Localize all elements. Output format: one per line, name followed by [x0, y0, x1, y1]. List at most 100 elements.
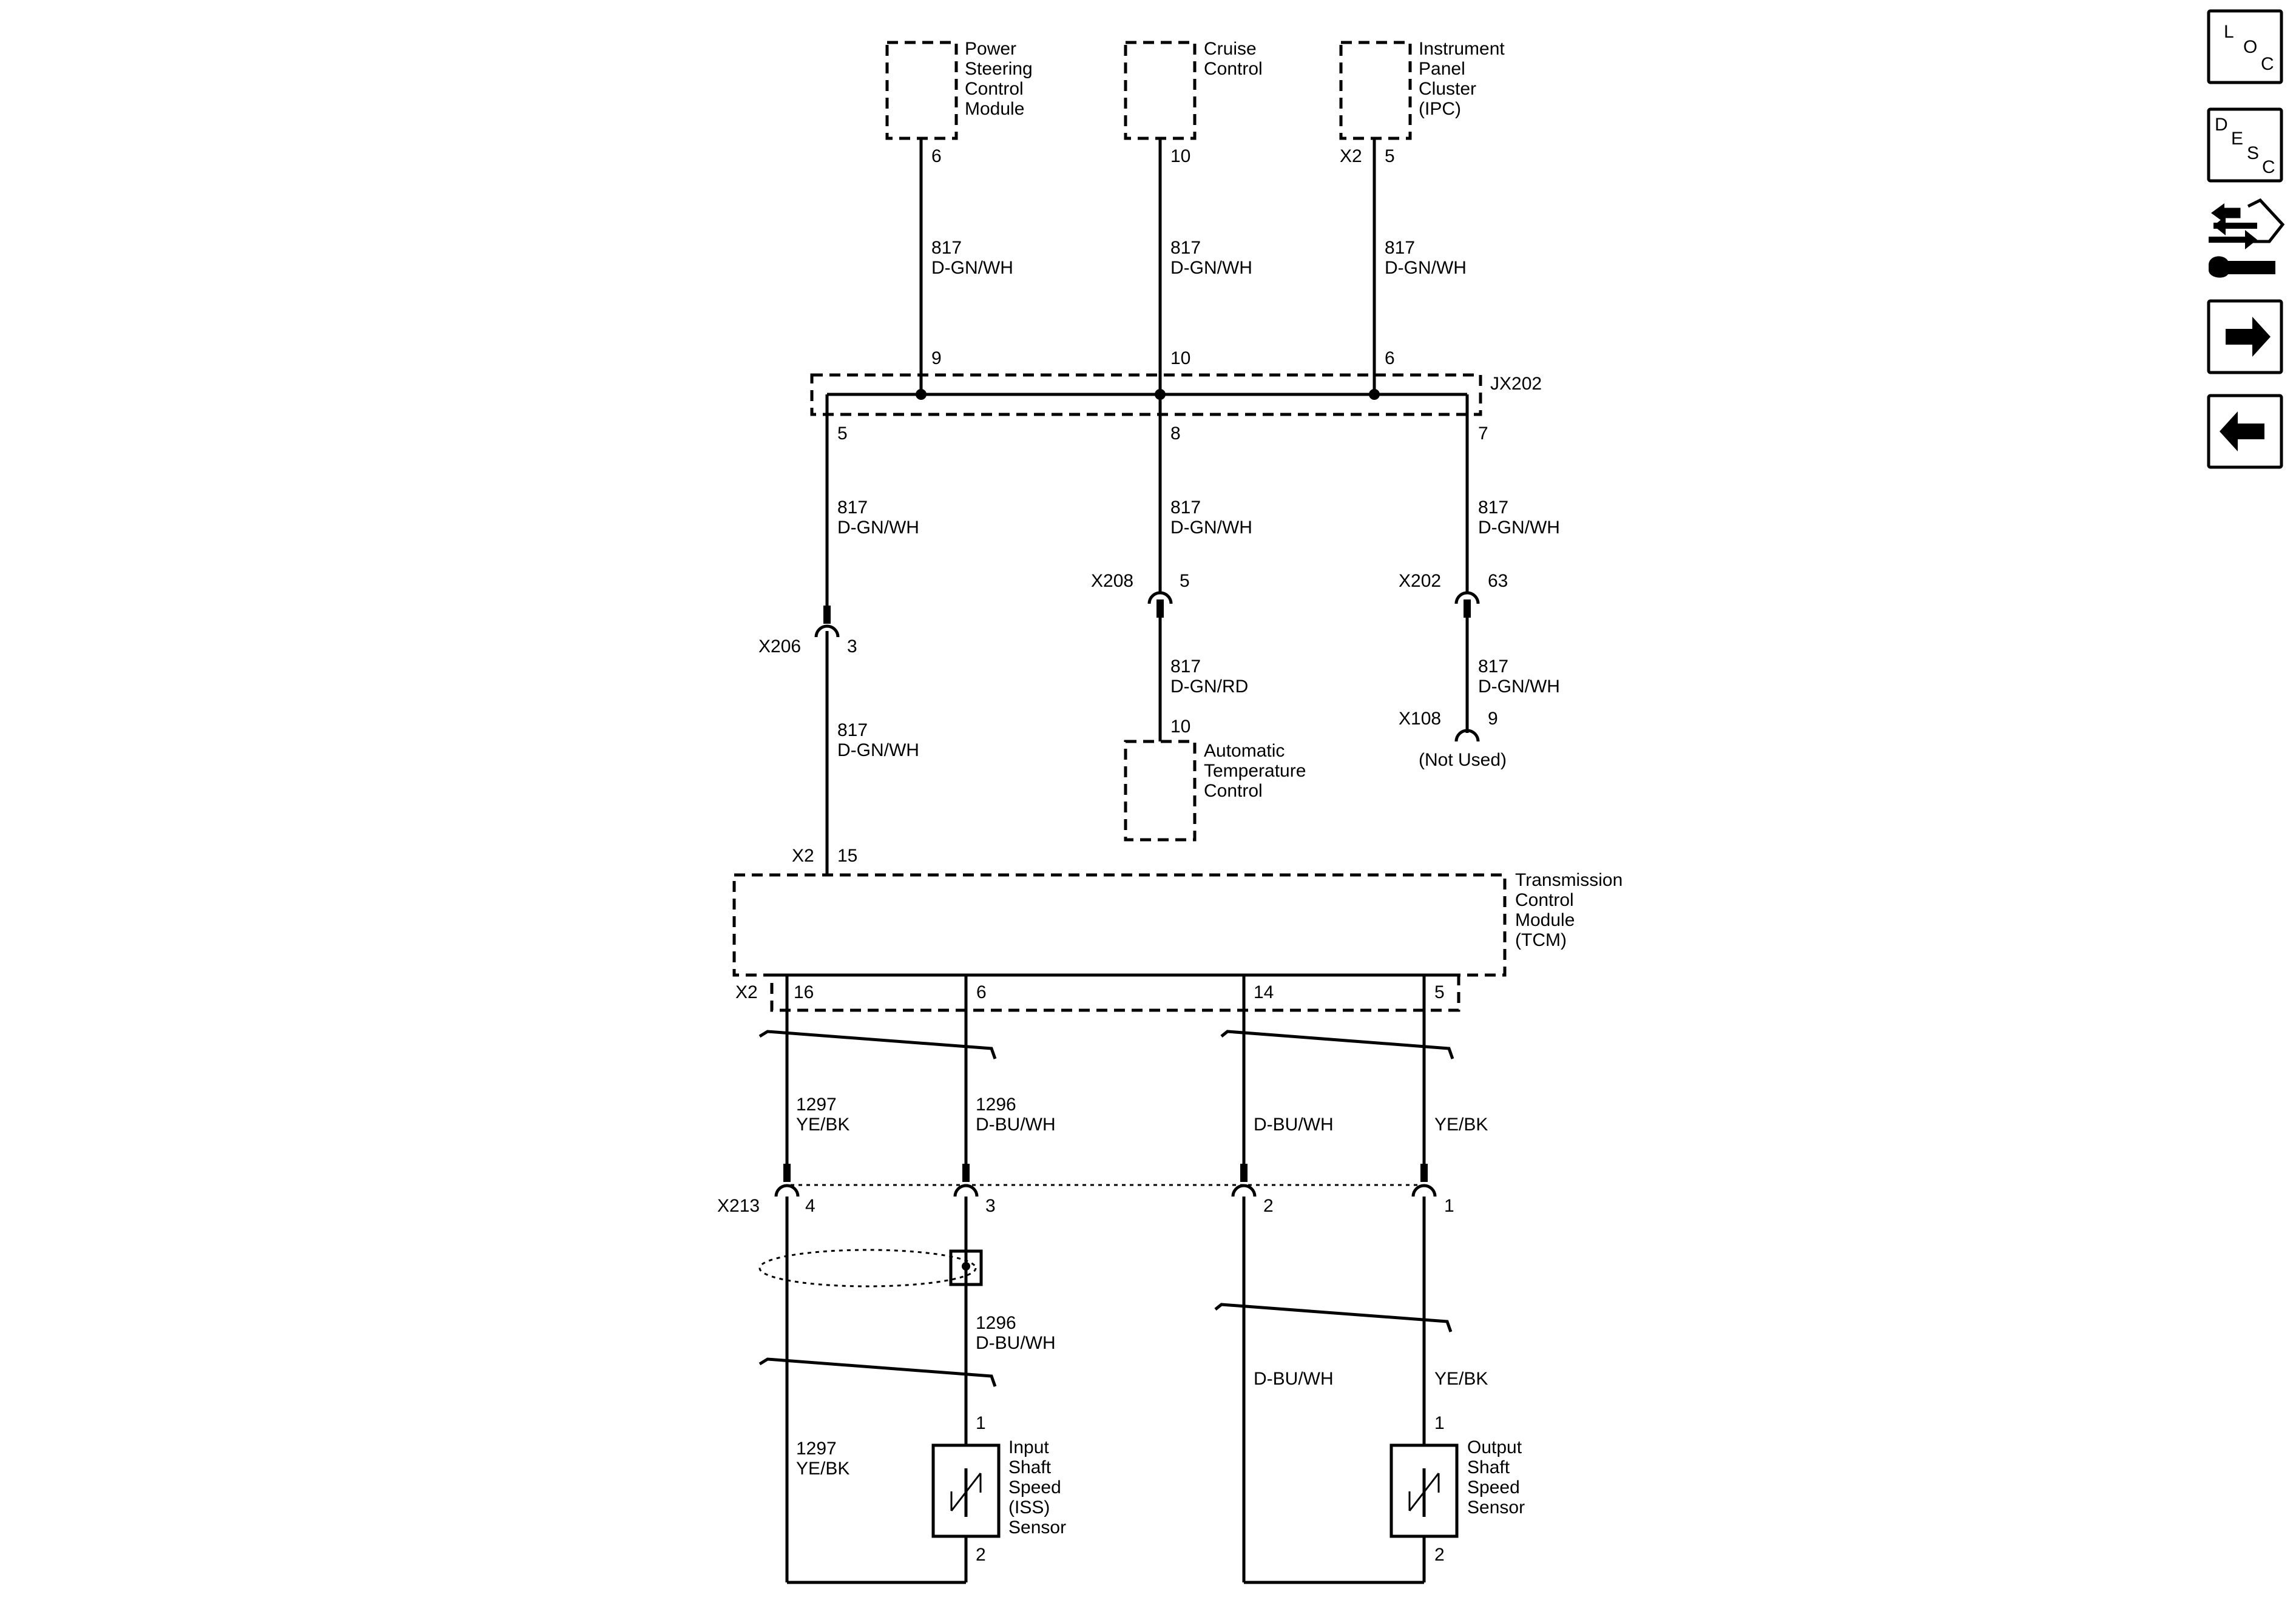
svg-text:D: D	[2215, 115, 2228, 135]
svg-text:D-GN/WH: D-GN/WH	[1170, 258, 1252, 278]
svg-text:Transmission: Transmission	[1515, 870, 1622, 890]
wire-label-mid-lower: 817 D-GN/RD	[1170, 657, 1248, 697]
svg-text:Input: Input	[1008, 1437, 1049, 1457]
svg-text:Control: Control	[965, 79, 1024, 99]
svg-text:D-GN/WH: D-GN/WH	[1478, 518, 1560, 538]
svg-text:L: L	[2224, 22, 2234, 42]
pin-splice-5: 5	[837, 424, 848, 444]
pin-tcm-6: 6	[976, 982, 987, 1002]
next-arrow-icon[interactable]	[2207, 299, 2283, 374]
description-button[interactable]: D E S C	[2207, 107, 2283, 183]
svg-text:3: 3	[985, 1196, 996, 1216]
svg-text:817: 817	[1170, 498, 1201, 518]
svg-text:YE/BK: YE/BK	[796, 1459, 849, 1479]
svg-text:Power: Power	[965, 39, 1016, 59]
twisted-pair-marker-oss-upper	[1220, 1030, 1454, 1059]
pin-tcm-5: 5	[1434, 982, 1445, 1002]
transmission-control-module: Transmission Control Module (TCM)	[732, 870, 1622, 1012]
connector-x208: X208 5	[1091, 571, 1190, 618]
svg-text:X213: X213	[717, 1196, 760, 1216]
svg-text:X206: X206	[758, 636, 801, 657]
pin-tcm-15: 15	[837, 846, 857, 866]
svg-text:Output: Output	[1467, 1437, 1522, 1457]
pin-splice-7: 7	[1478, 424, 1488, 444]
svg-text:1296: 1296	[976, 1095, 1016, 1115]
input-shaft-speed-sensor: Input Shaft Speed (ISS) Sensor	[931, 1437, 1066, 1538]
connector-x213: X213 4 3 2 1	[717, 1164, 1454, 1216]
svg-text:Panel: Panel	[1419, 59, 1465, 79]
svg-text:D-GN/WH: D-GN/WH	[1170, 518, 1252, 538]
svg-text:1296: 1296	[976, 1313, 1016, 1333]
svg-text:JX202: JX202	[1490, 374, 1542, 394]
pin-cruise: 10	[1170, 146, 1190, 166]
wire-label-14-lower: D-BU/WH	[1254, 1369, 1334, 1389]
svg-text:Control: Control	[1204, 59, 1263, 79]
connector-tcm-x2-out: X2	[735, 982, 758, 1002]
svg-text:Cruise: Cruise	[1204, 39, 1257, 59]
instrument-panel-cluster: Instrument Panel Cluster (IPC)	[1339, 39, 1505, 140]
svg-text:O: O	[2243, 37, 2257, 57]
svg-text:D-GN/WH: D-GN/WH	[837, 740, 919, 760]
svg-text:Control: Control	[1204, 781, 1263, 801]
wire-label-5-upper: YE/BK	[1434, 1115, 1488, 1135]
twisted-pair-marker-iss-upper	[758, 1030, 997, 1059]
svg-text:817: 817	[931, 238, 962, 258]
wire-label-1297-lower: 1297 YE/BK	[796, 1439, 849, 1479]
svg-text:(IPC): (IPC)	[1419, 99, 1461, 119]
svg-text:YE/BK: YE/BK	[796, 1115, 849, 1135]
pin-oss-1: 1	[1434, 1413, 1445, 1433]
pin-splice-8: 8	[1170, 424, 1181, 444]
svg-text:S: S	[2247, 143, 2259, 163]
pin-oss-2: 2	[1434, 1545, 1445, 1565]
pin-atc: 10	[1170, 717, 1190, 737]
svg-text:C: C	[2262, 157, 2275, 177]
svg-text:1: 1	[1444, 1196, 1454, 1216]
svg-text:D-GN/WH: D-GN/WH	[931, 258, 1013, 278]
svg-text:X208: X208	[1091, 571, 1133, 591]
svg-text:Speed: Speed	[1008, 1477, 1061, 1497]
twisted-pair-marker-oss-lower	[1214, 1303, 1453, 1332]
wire-label-5-lower: YE/BK	[1434, 1369, 1488, 1389]
svg-text:817: 817	[837, 720, 868, 740]
wire-label-cruise: 817 D-GN/WH	[1170, 238, 1252, 278]
svg-text:Automatic: Automatic	[1204, 741, 1285, 761]
svg-text:C: C	[2261, 54, 2274, 74]
wire-label-mid-upper: 817 D-GN/WH	[1170, 498, 1252, 538]
pin-tcm-14: 14	[1254, 982, 1274, 1002]
svg-text:5: 5	[1180, 571, 1190, 591]
svg-text:D-GN/WH: D-GN/WH	[837, 518, 919, 538]
svg-text:E: E	[2231, 129, 2243, 149]
pin-tcm-16: 16	[794, 982, 814, 1002]
svg-text:Sensor: Sensor	[1467, 1497, 1525, 1517]
wire-label-1297-upper: 1297 YE/BK	[796, 1095, 849, 1135]
svg-text:817: 817	[1170, 238, 1201, 258]
svg-text:Sensor: Sensor	[1008, 1517, 1066, 1538]
svg-text:(TCM): (TCM)	[1515, 930, 1567, 950]
twisted-pair-marker-iss-lower	[758, 1357, 997, 1387]
connector-x206: X206 3	[758, 606, 857, 657]
wire-label-right-upper: 817 D-GN/WH	[1478, 498, 1560, 538]
wire-label-1296-upper: 1296 D-BU/WH	[976, 1095, 1056, 1135]
shield-drain	[758, 1249, 983, 1288]
previous-arrow-icon[interactable]	[2207, 394, 2283, 469]
svg-text:D-BU/WH: D-BU/WH	[976, 1333, 1056, 1353]
wire-label-left-lower: 817 D-GN/WH	[837, 720, 919, 760]
svg-text:817: 817	[1170, 657, 1201, 677]
pin-iss-2: 2	[976, 1545, 986, 1565]
svg-text:Shaft: Shaft	[1467, 1457, 1510, 1477]
svg-text:X108: X108	[1399, 709, 1441, 729]
svg-text:817: 817	[1478, 657, 1508, 677]
svg-text:Steering: Steering	[965, 59, 1033, 79]
svg-text:2: 2	[1263, 1196, 1274, 1216]
location-button[interactable]: L O C	[2207, 9, 2283, 84]
connector-tcm-x2-in: X2	[792, 846, 814, 866]
pin-ipc: 5	[1385, 146, 1395, 166]
svg-text:1297: 1297	[796, 1439, 837, 1459]
svg-text:D-GN/WH: D-GN/WH	[1478, 677, 1560, 697]
svg-text:Temperature: Temperature	[1204, 761, 1306, 781]
svg-text:817: 817	[1478, 498, 1508, 518]
connector-repair-icon[interactable]	[2209, 198, 2285, 278]
svg-text:817: 817	[837, 498, 868, 518]
wire-label-14-upper: D-BU/WH	[1254, 1115, 1334, 1135]
wire-label-right-lower: 817 D-GN/WH	[1478, 657, 1560, 697]
